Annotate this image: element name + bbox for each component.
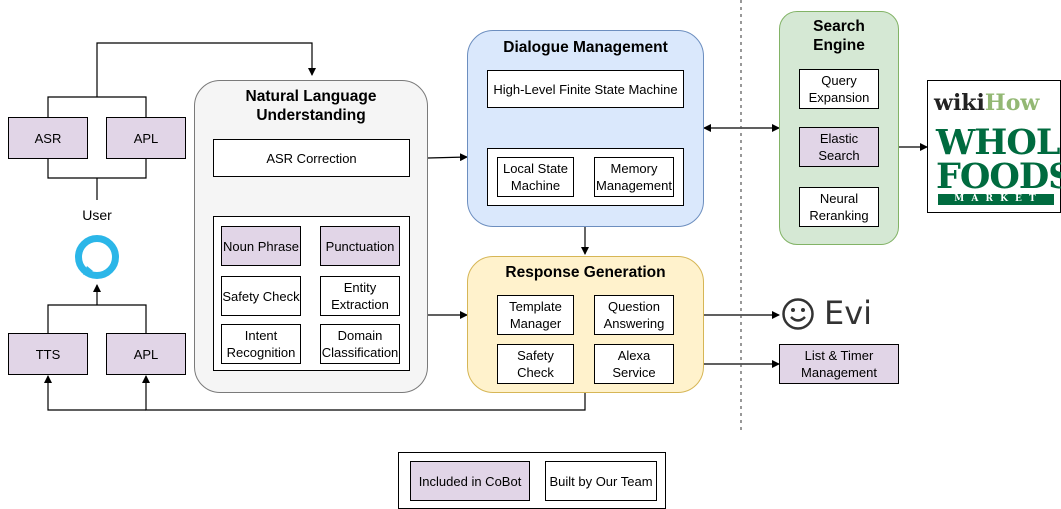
legend-included-label: Included in CoBot [418,473,522,489]
rg-to-tts-return-2 [44,375,146,411]
wholefoods-line3: M A R K E T [938,194,1054,205]
alexa-ring-icon [75,235,119,279]
nlu-safety-check-box: Safety Check [221,276,301,316]
legend-built-box: Built by Our Team [545,461,657,501]
apl-top-label: APL [133,130,159,146]
template-manager-label: Template Manager [509,299,562,331]
asr-apl-down-bracket [47,159,147,179]
elastic-search-box: Elastic Search [799,127,879,167]
external-sources-box: wikiHow WHOLE FOODS M A R K E T [927,80,1061,213]
evi-smiley-icon [782,298,814,330]
list-timer-label: List & Timer Management [801,348,877,380]
nlu-to-dm-arrow [427,153,468,162]
nlu-title: Natural Language Understanding [245,88,377,124]
asr-correction-box: ASR Correction [213,139,410,177]
asr-apl-top-stem [96,42,316,97]
tts-box: TTS [8,333,88,375]
memory-management-box: Memory Management [594,157,674,197]
dm-title: Dialogue Management [503,39,668,56]
noun-phrase-box: Noun Phrase [221,226,301,266]
rg-to-tts-return [142,375,586,411]
entity-extraction-label: Entity Extraction [331,280,389,312]
memory-management-label: Memory Management [596,161,672,193]
rg-safety-check-label: Safety Check [517,348,554,380]
intent-recognition-box: Intent Recognition [221,324,301,364]
alexa-service-box: Alexa Service [594,344,674,384]
alexa-service-label: Alexa Service [612,348,656,380]
intent-recognition-label: Intent Recognition [226,328,296,360]
hlfsm-box: High-Level Finite State Machine [487,70,684,108]
domain-classification-label: Domain Classification [321,328,399,360]
punctuation-box: Punctuation [320,226,400,266]
hlfsm-label: High-Level Finite State Machine [493,81,678,97]
tts-apl-bracket [47,304,147,333]
entity-extraction-box: Entity Extraction [320,276,400,316]
punctuation-label: Punctuation [325,238,395,254]
template-manager-box: Template Manager [497,295,574,335]
wholefoods-logo: WHOLE FOODS M A R K E T [936,122,1061,205]
local-state-machine-label: Local State Machine [502,161,569,193]
wholefoods-line1: WHOLE [936,122,1061,163]
user-label: User [82,207,112,223]
tts-label: TTS [35,346,61,362]
wikihow-logo: wikiHow [934,91,1039,115]
wikihow-wiki-text: wiki [934,90,985,116]
asr-correction-label: ASR Correction [266,150,357,166]
query-expansion-box: Query Expansion [799,69,879,109]
neural-reranking-box: Neural Reranking [799,187,879,227]
domain-classification-box: Domain Classification [320,324,400,364]
apl-top-box: APL [106,117,186,159]
wikihow-how-text: How [984,90,1040,116]
question-answering-box: Question Answering [594,295,674,335]
asr-box: ASR [8,117,88,159]
apl-bottom-box: APL [106,333,186,375]
nlu-safety-check-label: Safety Check [222,288,300,304]
rg-title: Response Generation [505,264,666,281]
rg-safety-check-box: Safety Check [497,344,574,384]
question-answering-label: Question Answering [603,299,665,331]
list-timer-box: List & Timer Management [779,344,899,384]
elastic-search-label: Elastic Search [818,131,860,163]
local-state-machine-box: Local State Machine [497,157,574,197]
query-expansion-label: Query Expansion [808,73,870,105]
asr-label: ASR [34,130,62,146]
evi-text: Evi [824,294,873,332]
search-title: Search Engine [813,18,865,54]
legend-built-label: Built by Our Team [549,473,653,489]
apl-bottom-label: APL [133,346,159,362]
asr-apl-to-nlu-line [47,96,147,117]
legend-included-box: Included in CoBot [410,461,530,501]
noun-phrase-label: Noun Phrase [223,238,299,254]
wholefoods-line2: FOODS [936,156,1061,197]
neural-reranking-label: Neural Reranking [809,191,869,223]
